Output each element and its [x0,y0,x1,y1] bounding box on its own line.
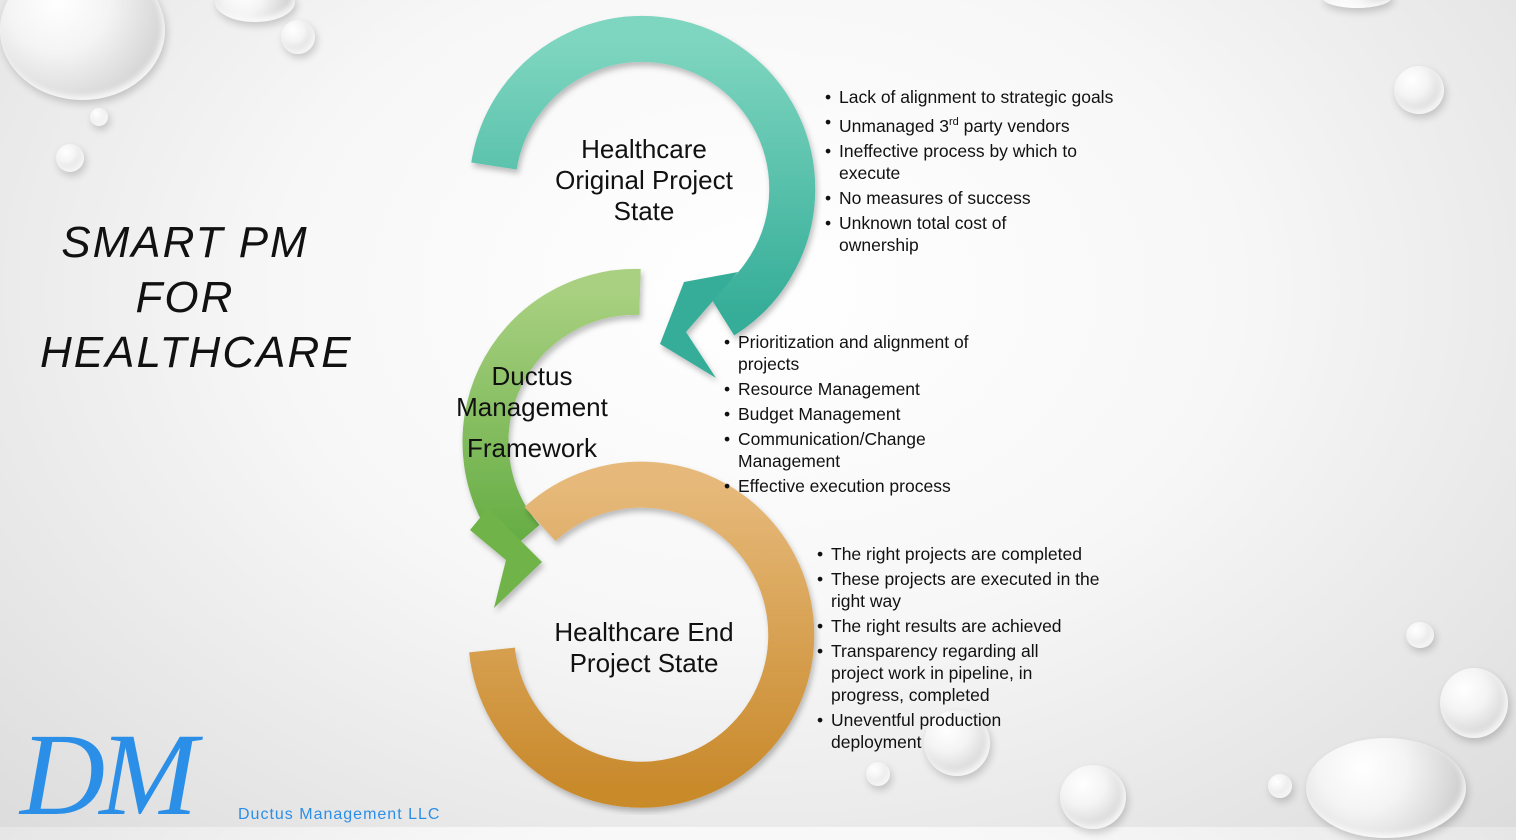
water-drop-decoration [1394,66,1444,114]
list-item: Resource Management [724,378,986,400]
title-line-2: FOR [135,273,235,322]
original-state-list: Lack of alignment to strategic goals Unm… [825,86,1115,259]
stage-label-end: Healthcare End Project State [524,617,764,679]
title-line-3: HEALTHCARE [40,328,353,377]
teal-curved-arrow-icon [471,15,816,378]
list-item: These projects are executed in the right… [817,568,1103,612]
company-logo-mark: DM [20,709,197,840]
list-item: Unknown total cost of ownership [825,212,1039,256]
stage-label-original: Healthcare Original Project State [524,134,764,227]
stage-label-line: Original Project [555,165,733,195]
list-item: Prioritization and alignment of projects [724,331,986,375]
orange-curved-arrow-icon [469,461,815,808]
superscript-text: rd [948,116,959,128]
water-drop-decoration [1322,0,1392,8]
water-drop-decoration [866,762,890,786]
list-item: Transparency regarding all project work … [817,640,1081,706]
company-name: Ductus Management LLC [238,806,441,823]
list-item: The right projects are completed [817,543,1117,565]
stage-label-line: State [613,196,675,226]
list-item: Ineffective process by which to execute [825,140,1115,184]
stage-label-line: Management [456,392,608,422]
framework-list: Prioritization and alignment of projects… [724,331,986,500]
slide-title: SMART PM FOR HEALTHCARE [40,215,353,380]
water-drop-decoration [215,0,295,22]
title-line-1: SMART PM [61,218,309,267]
water-drop-decoration [90,108,108,126]
end-state-list: The right projects are completed These p… [817,543,1117,756]
stage-label-framework: Ductus Management Framework [422,361,642,464]
water-drop-decoration [56,144,84,172]
stage-label-line: Ductus [491,361,573,391]
stage-label-line: Project State [569,648,719,678]
list-item-text: Unmanaged 3 [839,115,949,136]
list-item: The right results are achieved [817,615,1117,637]
list-item: Unmanaged 3rd party vendors [825,111,1115,137]
water-drop-decoration [1060,765,1126,829]
water-drop-decoration [1306,738,1466,838]
list-item-text: party vendors [958,115,1070,136]
water-drop-decoration [281,20,315,54]
water-drop-decoration [1268,774,1292,798]
green-curved-arrow-icon [462,268,641,608]
stage-label-line: Healthcare [581,134,707,164]
stage-label-line: Healthcare End [554,617,734,647]
list-item: Lack of alignment to strategic goals [825,86,1115,108]
water-drop-decoration [1440,668,1508,738]
stage-label-line: Framework [466,433,597,463]
list-item: Uneventful production deployment [817,709,1041,753]
water-drop-decoration [1406,622,1434,648]
list-item: Effective execution process [724,475,986,497]
list-item: No measures of success [825,187,1115,209]
list-item: Budget Management [724,403,986,425]
list-item: Communication/Change Management [724,428,948,472]
